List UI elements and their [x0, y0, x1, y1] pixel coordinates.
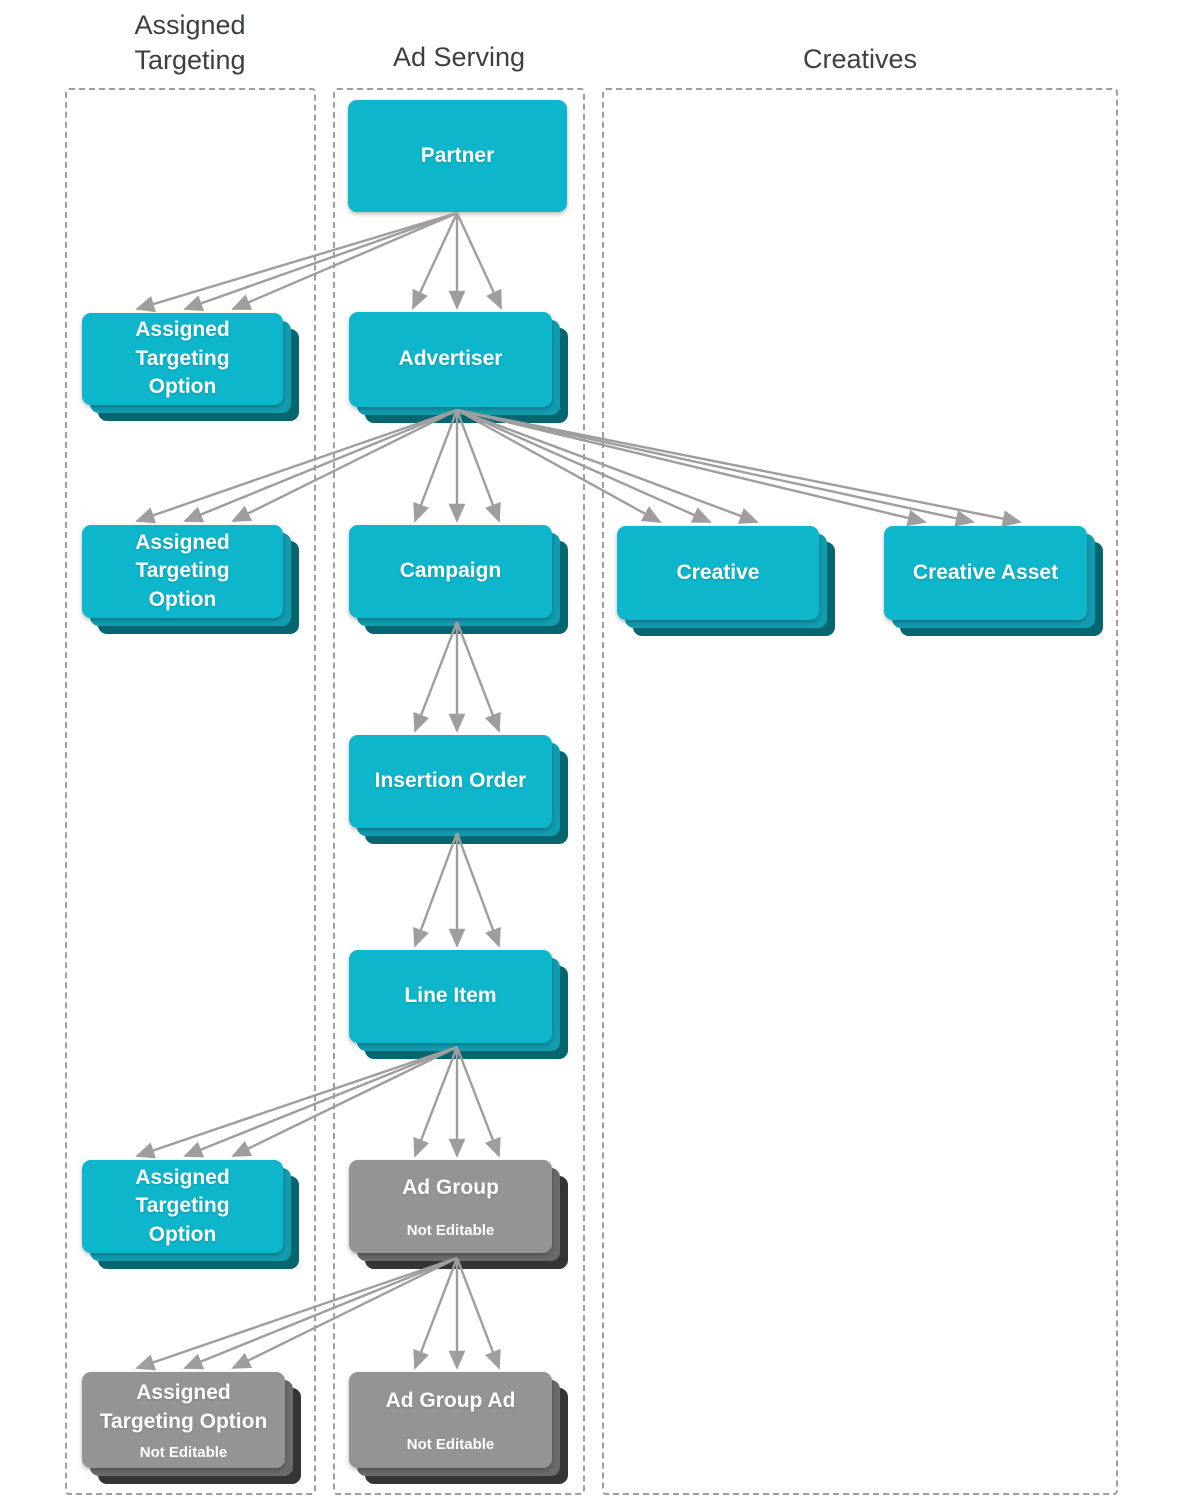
node-label: Creative Asset [912, 560, 1059, 584]
column-header-creatives: Creatives [602, 42, 1118, 77]
node-assigned-targeting-option-4: Assigned Targeting Option Not Editable [82, 1372, 301, 1484]
node-assigned-targeting-option-1: Assigned Targeting Option [82, 313, 299, 421]
node-sublabel: Not Editable [406, 1435, 495, 1453]
column-header-label: Assigned Targeting [134, 10, 246, 76]
node-sublabel: Not Editable [139, 1443, 228, 1461]
node-sublabel: Not Editable [406, 1222, 495, 1240]
node-partner: Partner [348, 100, 567, 212]
node-label: Advertiser [398, 347, 503, 371]
node-ad-group: Ad Group Not Editable [349, 1160, 568, 1269]
column-header-label: Ad Serving [392, 42, 526, 72]
node-label: Campaign [399, 559, 502, 583]
node-creative: Creative [617, 526, 835, 636]
node-label: Insertion Order [374, 769, 527, 793]
node-label: Assigned Targeting Option [135, 1165, 230, 1246]
node-label: Ad Group Ad [385, 1389, 516, 1413]
node-advertiser: Advertiser [349, 312, 568, 423]
node-label: Ad Group [402, 1175, 499, 1199]
node-insertion-order: Insertion Order [349, 735, 568, 844]
node-ad-group-ad: Ad Group Ad Not Editable [349, 1372, 568, 1484]
node-assigned-targeting-option-2: Assigned Targeting Option [82, 525, 299, 634]
creatives-column [602, 88, 1118, 1495]
node-line-item: Line Item [349, 950, 568, 1059]
node-label: Line Item [404, 984, 497, 1008]
node-campaign: Campaign [349, 525, 568, 634]
column-header-assigned-targeting: Assigned Targeting [65, 8, 315, 78]
assigned-targeting-column [65, 88, 316, 1495]
node-label: Assigned Targeting Option [135, 318, 230, 399]
node-label: Assigned Targeting Option [99, 1381, 268, 1433]
node-creative-asset: Creative Asset [884, 526, 1103, 636]
ad-serving-column [333, 88, 585, 1495]
node-label: Assigned Targeting Option [135, 530, 230, 611]
column-header-label: Creatives [802, 44, 918, 74]
node-label: Partner [420, 143, 495, 167]
node-label: Creative [676, 560, 760, 584]
node-assigned-targeting-option-3: Assigned Targeting Option [82, 1160, 299, 1269]
column-header-ad-serving: Ad Serving [333, 40, 585, 75]
